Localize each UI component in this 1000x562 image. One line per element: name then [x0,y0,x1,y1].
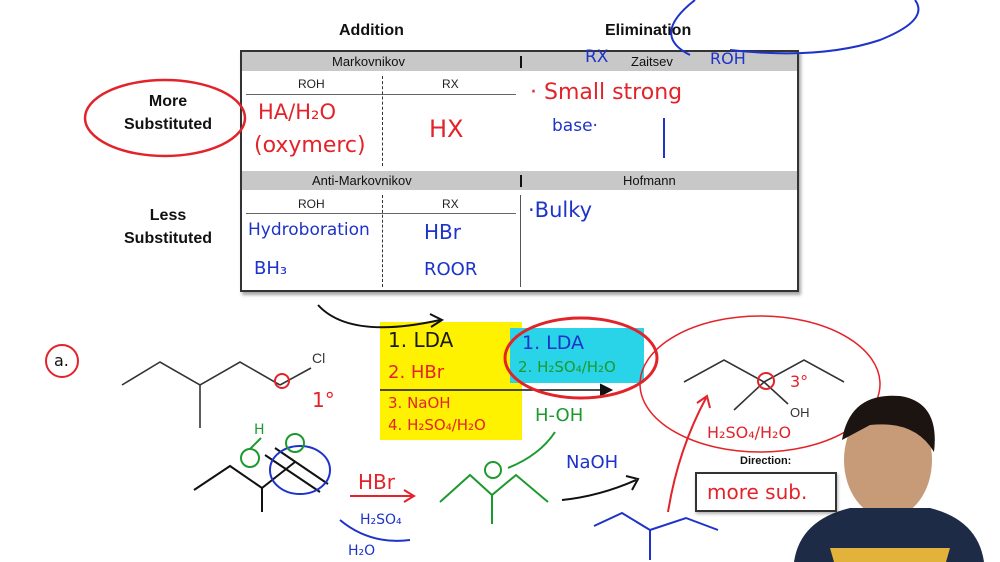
direction-label: Direction: [740,455,792,467]
markov-subheader-rule [246,94,516,95]
cyan-reagent-step-2: 2. H₂SO₄/H₂O [518,358,616,376]
row-heading-more-line2: Substituted [124,116,212,133]
product-skeleton [683,359,845,383]
presenter-head [844,402,932,518]
anti-roh-header: ROH [298,197,325,211]
reagents-yellow-highlight: 1. LDA 2. HBr 3. NaOH 4. H₂SO₄/H₂O [380,322,522,440]
handwritten-anti-rx-line2: ROOR [424,259,478,280]
tertiary-carbon-label: 3° [790,372,809,391]
handwritten-markov-rx: HX [429,115,464,143]
presenter-shirt-logo [830,548,950,562]
row-heading-less-line1: Less [149,207,187,224]
naoh-arrow [561,479,637,501]
hbr-arrow-label: HBr [358,470,395,494]
markov-roh-header: ROH [298,77,325,91]
primary-carbon-label: 1° [312,388,335,412]
molecule-a-carbon-circle [274,373,290,389]
reagent-step-3: 3. NaOH [388,394,451,412]
direction-answer: more sub. [707,480,808,504]
direction-answer-box: more sub. [695,472,837,512]
anti-rx-header: RX [442,197,459,211]
molecule-a-skeleton [121,361,281,386]
row-heading-less-substituted: Less Substituted [112,204,224,250]
zaitsev-header: Zaitsev [631,54,673,69]
handwritten-anti-rx-line1: HBr [424,220,461,244]
anti-markovnikov-band: Anti-Markovnikov Hofmann [242,171,797,190]
handwritten-hofmann: ·Bulky [528,198,593,222]
vertical-dashed-divider-bottom [382,195,383,287]
molecule-a-cl-label: Cl [312,350,326,366]
reagent-step-1: 1. LDA [388,328,454,352]
row-heading-less-line2: Substituted [124,230,212,247]
cyan-reagent-step-1: 1. LDA [522,332,585,354]
markovnikov-header: Markovnikov [332,54,405,69]
vertical-dashed-divider-top [382,76,383,166]
carbocation-skeleton [439,473,549,503]
h2o-arrow-label: H₂O [348,543,376,559]
water-h-oh-label: H-OH [535,405,584,426]
handwritten-zaitsev-line2: base· [552,116,598,136]
handwritten-roh-top: ROH [710,49,746,68]
anti-subheader-rule [246,213,516,214]
double-bond-circle [269,445,331,495]
product-oh-label: OH [790,405,810,420]
anti-markovnikov-header: Anti-Markovnikov [312,173,412,188]
carbocation-charge [484,461,502,479]
handwritten-zaitsev-mark [663,118,665,158]
row-heading-more-substituted: More Substituted [112,90,224,136]
markovnikov-band: Markovnikov Zaitsev [242,52,797,71]
h2so4-arrow-label: H₂SO₄ [360,512,402,528]
band-divider-bottom [520,175,522,187]
product-reagent-label: H₂SO₄/H₂O [707,423,792,442]
handwritten-markov-roh-line2: (oxymerc) [254,133,366,158]
band-divider-top [520,56,522,68]
reagent-step-4: 4. H₂SO₄/H₂O [388,416,486,434]
handwritten-rx-top: RX [585,47,609,67]
vertical-divider-bottom-right [520,195,521,287]
handwritten-zaitsev-line1: · Small strong [530,80,683,105]
row-heading-more-line1: More [148,93,188,110]
reagent-step-2: 2. HBr [388,362,445,383]
product-carbon-circle [757,372,775,390]
label-a: a. [54,351,69,370]
presenter-hair [842,395,935,452]
carbocation-h-label: H [254,422,265,438]
reaction-table: Markovnikov Zaitsev ROH RX Anti-Markovni… [240,50,799,292]
reagents-cyan-highlight: 1. LDA 2. H₂SO₄/H₂O [510,328,644,383]
presenter-shirt [794,508,984,562]
handwritten-anti-roh-line1: Hydroboration [248,220,370,240]
handwritten-anti-roh-line2: BH₃ [254,258,288,279]
top-right-blue-ellipse [729,0,920,55]
elimination-heading: Elimination [605,22,692,39]
addition-heading: Addition [339,22,404,39]
hofmann-header: Hofmann [623,173,676,188]
plus-charge-green-1 [240,448,260,468]
naoh-label: NaOH [566,452,619,473]
markov-rx-header: RX [442,77,459,91]
alkene-skeleton [193,461,296,491]
handwritten-markov-roh-line1: HA/H₂O [258,100,336,124]
plus-charge-green-2 [285,433,305,453]
bottom-alkene-skeleton [593,511,719,532]
